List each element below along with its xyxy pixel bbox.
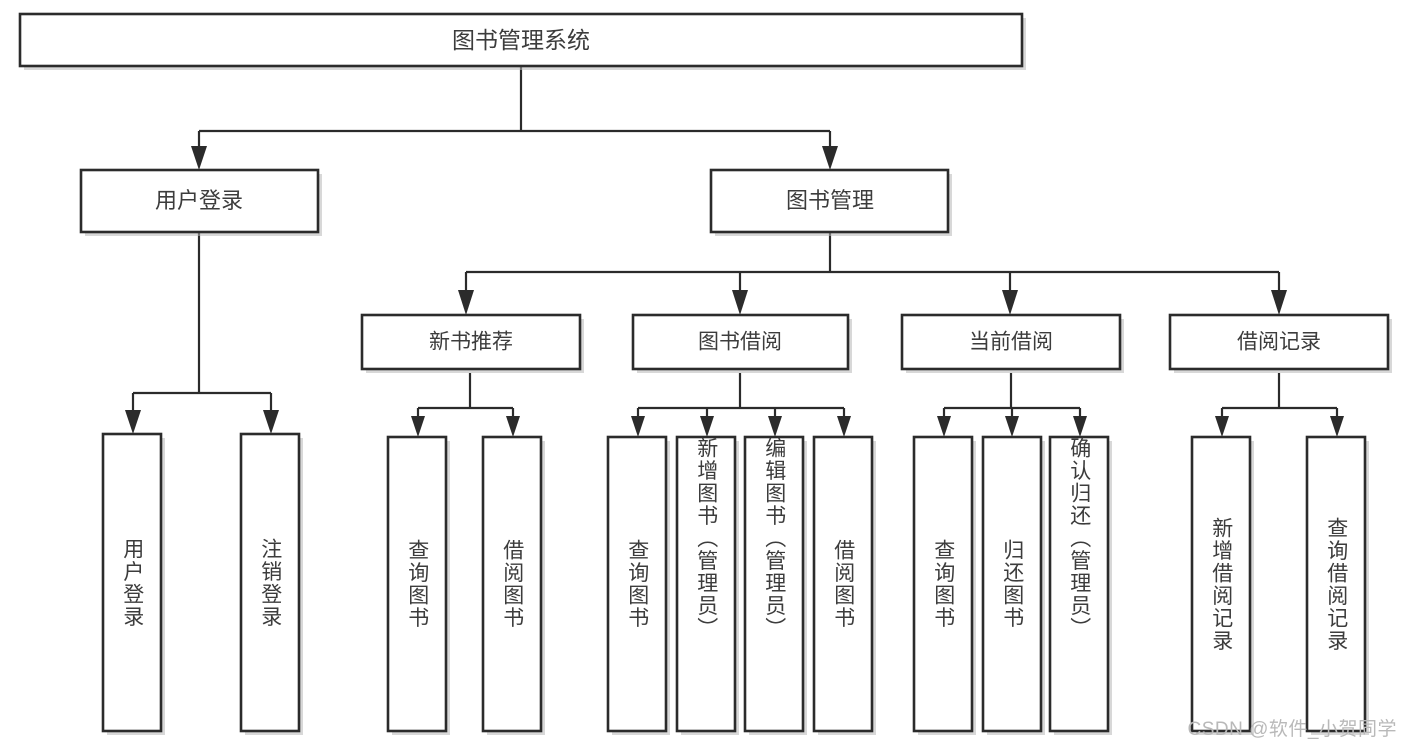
arrow-head-bb-edit: [768, 416, 782, 437]
node-borrow-record-box[interactable]: [1168, 313, 1390, 371]
node-root-box[interactable]: [18, 12, 1024, 68]
arrow-head-br-add: [1215, 416, 1229, 437]
leaf-nb-borrow-box[interactable]: [481, 435, 543, 733]
watermark-text: CSDN @软件_小贺同学: [1187, 719, 1397, 740]
leaf-br-add-box[interactable]: [1190, 435, 1252, 733]
arrow-head-borrow-record: [1271, 290, 1287, 315]
node-leaf-br-query-record[interactable]: [1305, 435, 1369, 735]
connector-group-book-manage: [458, 232, 1287, 315]
arrow-head-bb-query: [631, 416, 645, 437]
node-leaf-cb-return-book[interactable]: [981, 435, 1045, 735]
node-leaf-bb-add-book[interactable]: [675, 435, 739, 735]
node-leaf-bb-borrow-book[interactable]: [812, 435, 876, 735]
leaf-user-logout-box[interactable]: [239, 432, 301, 733]
connector-group-root: [191, 66, 838, 170]
node-leaf-user-logout[interactable]: [239, 432, 303, 735]
node-leaf-bb-query-book[interactable]: [606, 435, 670, 735]
connector-group-book-borrow: [631, 373, 851, 437]
leaf-br-query-box[interactable]: [1305, 435, 1367, 733]
node-user-login[interactable]: 用户登录: [79, 168, 322, 236]
arrow-head-leaf-user-logout: [263, 410, 279, 434]
arrow-head-nb-borrow: [506, 416, 520, 437]
node-root-label: 图书管理系统: [452, 27, 590, 53]
leaf-bb-add-box[interactable]: [675, 435, 737, 733]
node-leaf-user-login[interactable]: [101, 432, 165, 735]
node-root[interactable]: 图书管理系统: [18, 12, 1026, 70]
node-leaf-bb-edit-book[interactable]: [743, 435, 807, 735]
leaf-cb-confirm-box[interactable]: [1048, 435, 1110, 733]
arrow-head-cb-query: [937, 416, 951, 437]
node-new-book-recommend[interactable]: 新书推荐: [360, 313, 584, 373]
arrow-head-bb-add: [700, 416, 714, 437]
leaf-cb-return-box[interactable]: [981, 435, 1043, 733]
leaf-nb-query-box[interactable]: [386, 435, 448, 733]
connector-group-new-book: [411, 373, 520, 437]
leaf-cb-query-box[interactable]: [912, 435, 974, 733]
node-user-login-box[interactable]: [79, 168, 320, 234]
node-book-manage[interactable]: 图书管理: [709, 168, 952, 236]
arrow-head-cb-confirm: [1073, 416, 1087, 437]
connector-group-borrow-record: [1215, 373, 1344, 437]
connector-group-current-borrow: [937, 373, 1087, 437]
arrow-head-leaf-user-login: [125, 410, 141, 434]
leaf-user-login-box[interactable]: [101, 432, 163, 733]
node-book-manage-box[interactable]: [709, 168, 950, 234]
arrow-head-bb-borrow: [837, 416, 851, 437]
node-new-book-box[interactable]: [360, 313, 582, 371]
node-borrow-record-label: 借阅记录: [1237, 331, 1321, 354]
node-book-manage-label: 图书管理: [786, 188, 874, 213]
arrow-head-new-book: [458, 290, 474, 315]
node-leaf-br-add-record[interactable]: [1190, 435, 1254, 735]
arrow-head-br-query: [1330, 416, 1344, 437]
leaf-bb-query-box[interactable]: [606, 435, 668, 733]
leaf-bb-borrow-box[interactable]: [812, 435, 874, 733]
arrow-head-cb-return: [1005, 416, 1019, 437]
arrow-head-current-borrow: [1002, 290, 1018, 315]
arrow-head-user-login: [191, 146, 207, 170]
node-current-borrow[interactable]: 当前借阅: [900, 313, 1124, 373]
node-leaf-nb-borrow-book[interactable]: [481, 435, 545, 735]
node-user-login-label: 用户登录: [155, 188, 243, 213]
node-current-borrow-box[interactable]: [900, 313, 1122, 371]
leaf-bb-edit-box[interactable]: [743, 435, 805, 733]
node-book-borrow-label: 图书借阅: [698, 331, 782, 354]
arrow-head-book-manage: [822, 146, 838, 170]
node-current-borrow-label: 当前借阅: [969, 331, 1053, 354]
connector-group-user-login: [125, 232, 279, 434]
node-leaf-cb-query-book[interactable]: [912, 435, 976, 735]
arrow-head-book-borrow: [732, 290, 748, 315]
node-leaf-cb-confirm-return[interactable]: [1048, 435, 1112, 735]
node-borrow-record[interactable]: 借阅记录: [1168, 313, 1392, 373]
node-book-borrow-box[interactable]: [631, 313, 850, 371]
node-leaf-nb-query-book[interactable]: [386, 435, 450, 735]
node-book-borrow[interactable]: 图书借阅: [631, 313, 852, 373]
node-new-book-label: 新书推荐: [429, 331, 513, 354]
arrow-head-nb-query: [411, 416, 425, 437]
